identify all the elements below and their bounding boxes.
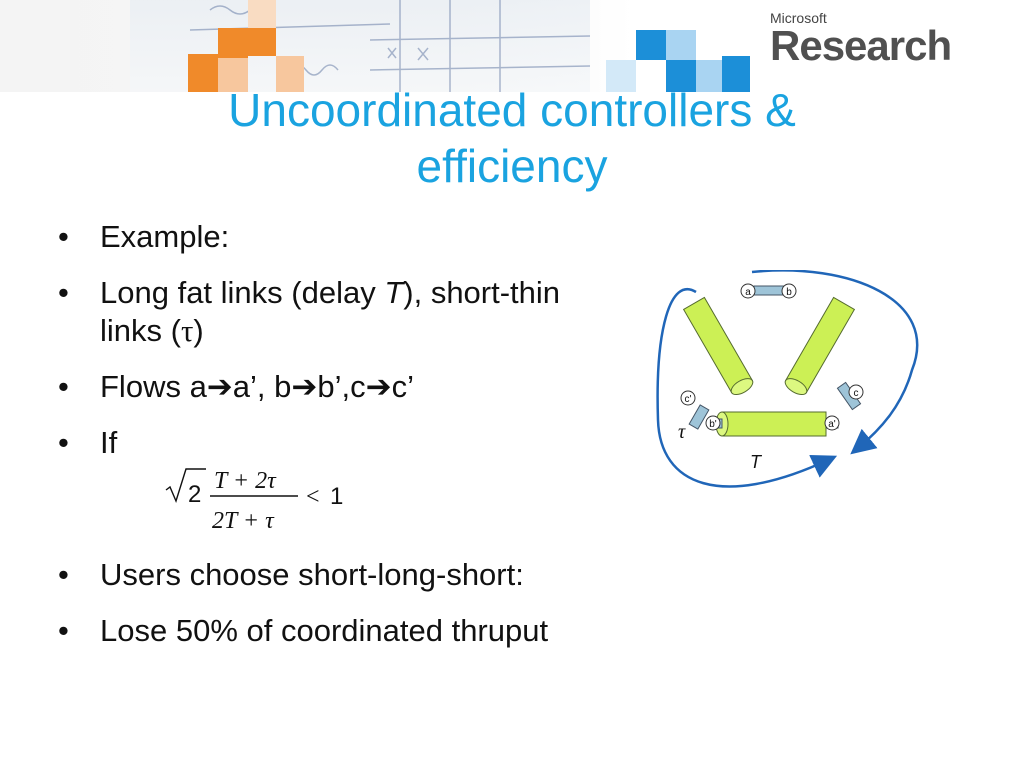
deco-square xyxy=(666,60,696,92)
short-link-ab xyxy=(753,285,785,296)
formula-rhs: 1 xyxy=(330,483,343,510)
bullet-text: Lose 50% of coordinated thruput xyxy=(100,613,549,648)
tau-label: τ xyxy=(678,421,686,443)
handwriting-decoration xyxy=(189,0,590,92)
node-c-prime: c' xyxy=(680,390,696,406)
node-b-prime: b' xyxy=(705,415,721,431)
header-band: Microsoft Research xyxy=(0,0,1024,92)
fraction-denominator: 2T + τ xyxy=(212,508,275,534)
bullet-flows: • Flows a➔a’, b➔b’,c➔c’ xyxy=(58,368,578,406)
node-b-prime-label: b' xyxy=(709,419,717,430)
deco-square xyxy=(218,28,248,58)
deco-square xyxy=(666,30,696,60)
node-b: b xyxy=(781,283,797,299)
bullet-example: • Example: xyxy=(58,218,578,256)
bullet-links: • Long fat links (delay T), short-thin l… xyxy=(58,274,578,350)
title-line-2: efficiency xyxy=(416,140,608,192)
bullet-text: Example: xyxy=(100,219,230,254)
sqrt-factor: 2 xyxy=(188,481,201,508)
flow-arrow-outer xyxy=(656,288,838,488)
node-b-label: b xyxy=(786,287,792,298)
deco-square xyxy=(248,0,276,28)
long-link-bottom xyxy=(715,411,827,437)
tau-symbol: τ xyxy=(180,313,194,348)
node-a-prime-label: a' xyxy=(828,419,836,430)
deco-square xyxy=(722,56,750,92)
efficiency-condition-formula: 2 T + 2τ 2T + τ < 1 xyxy=(165,468,343,534)
deco-square xyxy=(696,60,722,92)
short-link-cb xyxy=(688,404,710,430)
bullet-text: If xyxy=(100,425,118,460)
long-link-right xyxy=(784,296,856,396)
logo-research-text: Research xyxy=(770,22,952,69)
bullet-dot-icon: • xyxy=(58,219,69,254)
deco-square xyxy=(636,30,666,60)
slide-title: Uncoordinated controllers & efficiency xyxy=(100,82,924,194)
fraction-numerator: T + 2τ xyxy=(214,468,277,494)
flow-arrow-right xyxy=(751,270,919,455)
bullet-dot-icon: • xyxy=(58,275,69,310)
deco-square xyxy=(248,28,276,56)
bullet-text-part: Long fat links (delay xyxy=(100,275,385,310)
deco-square xyxy=(218,58,248,92)
bullet-dot-icon: • xyxy=(58,613,69,648)
delay-symbol-T: T xyxy=(384,275,404,310)
T-label: T xyxy=(750,452,763,472)
title-line-1: Uncoordinated controllers & xyxy=(228,84,796,136)
node-c-prime-label: c' xyxy=(685,394,692,405)
bullet-dot-icon: • xyxy=(58,369,69,404)
bullet-dot-icon: • xyxy=(58,557,69,592)
bullet-text: Users choose short-long-short: xyxy=(100,557,524,592)
node-c-label: c xyxy=(854,388,859,399)
node-a: a xyxy=(740,283,756,299)
sqrt-sign-icon xyxy=(165,468,206,504)
bullet-text: Flows a➔a’, b➔b’,c➔c’ xyxy=(100,369,414,404)
link-triangle-diagram: a b c c' b' a' τ T xyxy=(656,270,919,488)
deco-square xyxy=(606,60,636,92)
bullet-dot-icon: • xyxy=(58,425,69,460)
long-link-left xyxy=(682,296,754,396)
bullet-list: • Example: • Long fat links (delay T), s… xyxy=(58,218,578,668)
node-a-label: a xyxy=(745,287,751,298)
logo-microsoft-text: Microsoft xyxy=(770,10,827,26)
bullet-users-choose: • Users choose short-long-short: xyxy=(58,556,578,594)
less-than-symbol: < xyxy=(306,484,320,510)
bullet-text-part: ), short-thin links ( xyxy=(100,275,561,348)
bullet-if: • If xyxy=(58,424,578,462)
bullet-text-part: ) xyxy=(193,313,204,348)
microsoft-research-logo: Microsoft Research xyxy=(770,10,970,70)
node-a-prime: a' xyxy=(824,415,840,431)
node-c: c xyxy=(848,384,864,400)
deco-square xyxy=(276,56,304,92)
deco-square xyxy=(188,54,218,92)
bullet-lose-thruput: • Lose 50% of coordinated thruput xyxy=(58,612,578,650)
